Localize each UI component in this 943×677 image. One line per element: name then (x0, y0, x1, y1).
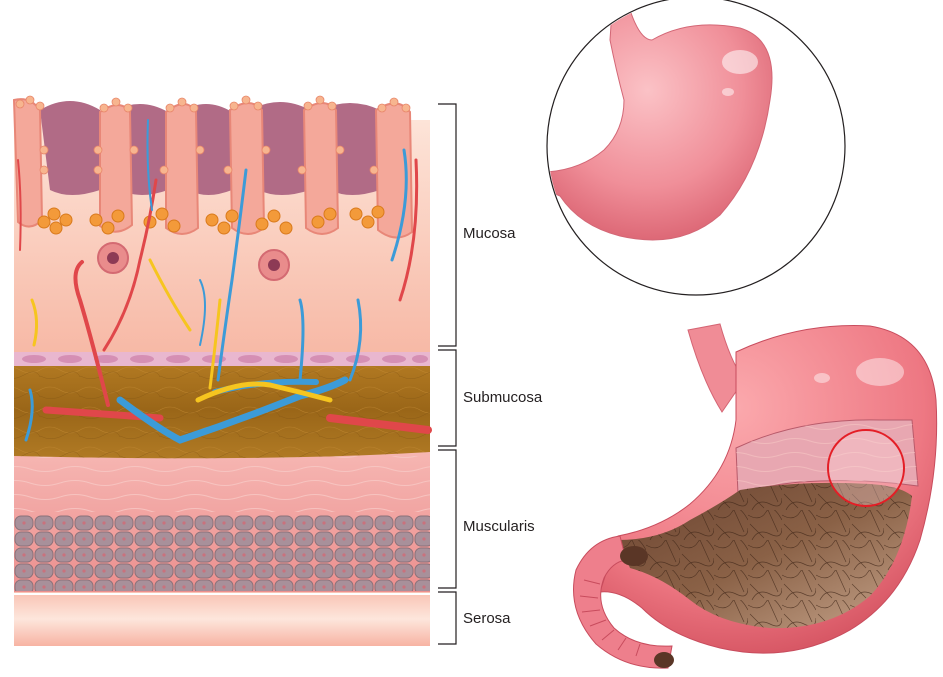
layer-brackets (438, 104, 456, 644)
label-muscularis: Muscularis (463, 518, 535, 535)
bracket-submucosa (438, 350, 456, 446)
label-serosa: Serosa (463, 610, 511, 627)
circular-muscle-cells (14, 515, 430, 591)
bracket-muscularis (438, 450, 456, 588)
serosa-layer (14, 592, 430, 646)
longitudinal-muscle-fibers (14, 456, 430, 512)
stomach-overview-circle (546, 0, 845, 295)
pylorus-opening (620, 546, 648, 566)
bracket-mucosa (438, 104, 456, 346)
wall-cross-section (14, 96, 430, 646)
stomach-cutaway (574, 324, 937, 668)
label-submucosa: Submucosa (463, 389, 542, 406)
label-mucosa: Mucosa (463, 225, 516, 242)
duodenum-opening (654, 652, 674, 668)
bracket-serosa (438, 592, 456, 644)
highlight-circle (828, 430, 904, 506)
